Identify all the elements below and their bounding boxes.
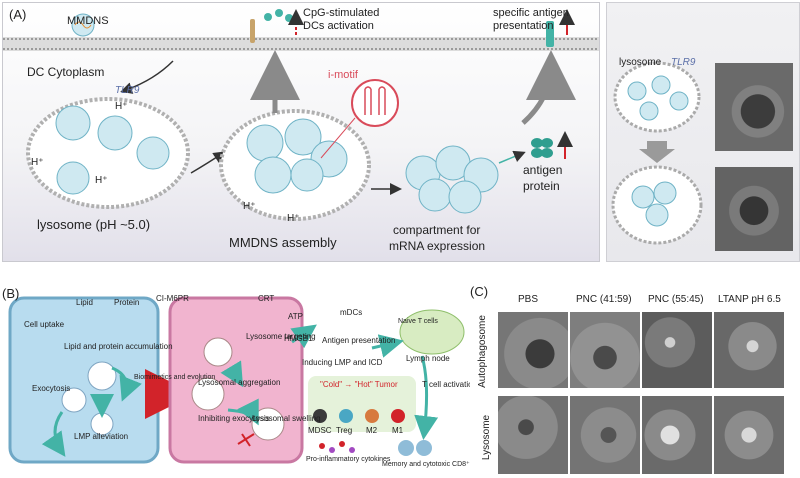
hplus-2: H⁺ bbox=[31, 157, 44, 168]
inset-lysosome-label: lysosome bbox=[619, 57, 662, 68]
protein-label: protein bbox=[523, 179, 560, 193]
hplus-4: H⁺ bbox=[243, 201, 256, 212]
dc-receptor-icon bbox=[250, 19, 255, 43]
inhibiting-exocytosis-label: Inhibiting exocytosis bbox=[198, 414, 270, 423]
row-label-lysosome: Lysosome bbox=[481, 414, 493, 461]
presentation-label: presentation bbox=[493, 20, 554, 32]
hplus-5: H⁺ bbox=[287, 213, 300, 224]
lmp-alleviation-label: LMP alleviation bbox=[74, 432, 129, 441]
em-lysosome-pbs bbox=[498, 396, 568, 474]
cold-hot-label: "Cold" → "Hot" Tumor bbox=[320, 380, 398, 389]
em-autophagosome-pnc55 bbox=[642, 312, 712, 388]
panel-a-inset: lysosome TLR9 bbox=[606, 2, 800, 262]
m1-label: M1 bbox=[392, 426, 404, 435]
exocytosis-label: Exocytosis bbox=[32, 384, 71, 393]
crt-label: CRT bbox=[258, 294, 275, 303]
mdcs-label: mDCs bbox=[340, 308, 363, 317]
dcs-activation-label: DCs activation bbox=[303, 20, 374, 32]
lysosomal-aggregation-label: Lysosomal aggregation bbox=[198, 378, 281, 387]
em-lysosome-ltanp bbox=[714, 396, 784, 474]
col-header-pnc-41: PNC (41:59) bbox=[576, 294, 632, 305]
mhc-receptor-icon bbox=[546, 21, 554, 47]
tlr9-label: TLR9 bbox=[115, 85, 140, 96]
mdsc-label: MDSC bbox=[308, 426, 332, 435]
panel-b-illustration bbox=[8, 296, 465, 464]
hplus-1: H⁺ bbox=[115, 101, 128, 112]
inset-tlr9-label: TLR9 bbox=[671, 57, 696, 68]
col-header-ltanp: LTANP pH 6.5 bbox=[718, 294, 781, 305]
antigen-label: antigen bbox=[523, 163, 563, 177]
protein-label: Protein bbox=[114, 298, 140, 307]
panel-label-c: (C) bbox=[470, 284, 489, 299]
lipid-label: Lipid bbox=[76, 298, 93, 307]
memory-label: Memory and cytotoxic CD8⁺ T cells bbox=[382, 461, 492, 468]
cpg-label: CpG-stimulated bbox=[303, 7, 380, 19]
mrna-label: mRNA expression bbox=[389, 239, 486, 253]
hplus-3: H⁺ bbox=[95, 175, 108, 186]
lymph-node-label: Lymph node bbox=[406, 354, 450, 363]
cell-membrane bbox=[3, 37, 599, 51]
panel-c: (C) PBS PNC (41:59) PNC (55:45) LTANP pH… bbox=[470, 284, 798, 476]
hot-tumor-area bbox=[308, 376, 416, 432]
panel-label-b: (B) bbox=[2, 286, 20, 301]
antigen-presentation-label: Antigen presentation bbox=[322, 336, 396, 345]
em-image-before bbox=[715, 63, 793, 151]
em-autophagosome-pbs bbox=[498, 312, 568, 388]
m2-label: M2 bbox=[366, 426, 378, 435]
col-header-pnc-55: PNC (55:45) bbox=[648, 294, 704, 305]
mmdns-label: MMDNS bbox=[67, 15, 109, 27]
compartment-label: compartment for bbox=[393, 223, 481, 237]
biomimetics-label: Biomimetics and evolution bbox=[134, 374, 216, 381]
row-label-autophagosome: Autophagosome bbox=[476, 315, 488, 388]
lymph-node-icon bbox=[399, 309, 465, 355]
lipid-protein-label: Lipid and protein accumulation bbox=[64, 342, 173, 351]
atp-label: ATP bbox=[288, 312, 303, 321]
specific-antigen-label: specific antigen bbox=[493, 7, 569, 19]
em-lysosome-pnc55 bbox=[642, 396, 712, 474]
cell-uptake-label: Cell uptake bbox=[24, 320, 65, 329]
cpg-icon bbox=[264, 13, 272, 21]
em-autophagosome-pnc41 bbox=[570, 312, 640, 388]
antigen-protein-icon bbox=[531, 138, 553, 158]
ci-m6pr-label: CI-M6PR bbox=[156, 294, 189, 303]
mrna-compartment bbox=[405, 145, 499, 214]
i-motif-magnifier bbox=[351, 79, 399, 127]
inducing-lmp-label: Inducing LMP and ICD bbox=[302, 358, 383, 367]
panel-a-illustration bbox=[3, 9, 599, 221]
t-activation-label: T cell activation bbox=[422, 380, 477, 389]
lysosome-targeting-label: Lysosome targeting bbox=[246, 332, 316, 341]
inset-illustration bbox=[611, 61, 703, 245]
panel-a: (A) MMDNS CpG-stimulated DCs activation … bbox=[2, 2, 600, 262]
treg-label: Treg bbox=[336, 426, 353, 435]
col-header-pbs: PBS bbox=[518, 294, 539, 305]
i-motif-label: i-motif bbox=[328, 69, 358, 81]
em-autophagosome-ltanp bbox=[714, 312, 784, 388]
panel-b: (B) Lipid Protein Cell uptake Lipid and … bbox=[2, 284, 492, 476]
em-image-after bbox=[715, 167, 793, 251]
naive-t-label: Naive T cells bbox=[398, 318, 438, 325]
lysosome-ph-label: lysosome (pH ~5.0) bbox=[37, 217, 151, 232]
panel-label-a: (A) bbox=[9, 7, 27, 22]
hmgb1-label: HMGB1 bbox=[284, 334, 313, 343]
lysosomal-swelling-label: Lysosomal swelling bbox=[252, 414, 321, 423]
pro-inflam-label: Pro-inflammatory cytokines bbox=[306, 456, 391, 463]
dc-cytoplasm-label: DC Cytoplasm bbox=[27, 65, 105, 79]
em-lysosome-pnc41 bbox=[570, 396, 640, 474]
assembly-label: MMDNS assembly bbox=[229, 235, 337, 250]
